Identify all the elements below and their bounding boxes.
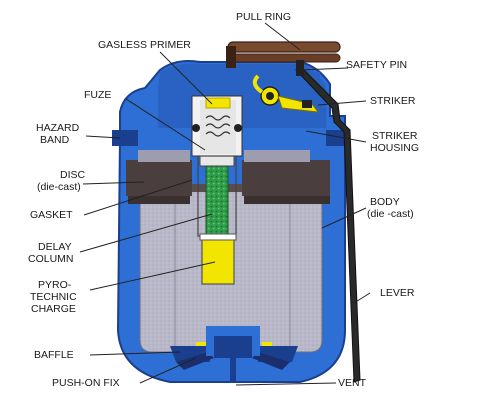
label-lever: LEVER xyxy=(380,287,415,299)
pull-ring-shape xyxy=(227,41,341,53)
label-push-on-fix: PUSH-ON FIX xyxy=(52,377,120,389)
labels: PULL RING GASLESS PRIMER SAFETY PIN FUZE… xyxy=(28,11,419,389)
vent-shape xyxy=(230,358,236,382)
label-striker-housing-2: HOUSING xyxy=(370,142,419,154)
label-delay-column-2: COLUMN xyxy=(28,253,74,265)
disc-right xyxy=(242,160,330,196)
push-on-fix-shape xyxy=(176,352,214,370)
label-gasket: GASKET xyxy=(30,209,73,221)
label-hazard-band-1: HAZARD xyxy=(36,122,80,134)
label-pyro-1: PYRO- xyxy=(38,279,72,291)
label-gasless-primer: GASLESS PRIMER xyxy=(98,39,191,51)
label-disc-1: DISC xyxy=(60,169,86,181)
label-pull-ring: PULL RING xyxy=(236,11,291,23)
disc-left xyxy=(126,160,192,196)
label-disc-2: (die-cast) xyxy=(37,181,81,193)
pyro-charge-shape xyxy=(201,235,235,285)
grenade-body xyxy=(112,60,348,383)
label-vent: VENT xyxy=(338,377,367,389)
safety-pin-shape xyxy=(296,60,304,76)
lever-shape xyxy=(295,65,361,383)
label-hazard-band-2: BAND xyxy=(40,134,70,146)
label-delay-column-1: DELAY xyxy=(38,241,72,253)
label-body-2: (die -cast) xyxy=(367,208,414,220)
label-baffle: BAFFLE xyxy=(34,349,74,361)
label-safety-pin: SAFETY PIN xyxy=(346,59,407,71)
gasket-shape xyxy=(130,184,330,192)
gasless-primer-shape xyxy=(205,97,231,109)
label-fuze: FUZE xyxy=(84,89,111,101)
delay-column-shape xyxy=(205,163,229,235)
pull-ring-assembly xyxy=(226,41,341,76)
label-pyro-3: CHARGE xyxy=(31,303,76,315)
label-striker: STRIKER xyxy=(370,95,416,107)
label-striker-housing-1: STRIKER xyxy=(372,130,418,142)
label-pyro-2: TECHNIC xyxy=(30,291,77,303)
label-body-1: BODY xyxy=(370,196,400,208)
hazard-band-shape xyxy=(112,130,138,146)
leader-lines xyxy=(79,22,371,386)
